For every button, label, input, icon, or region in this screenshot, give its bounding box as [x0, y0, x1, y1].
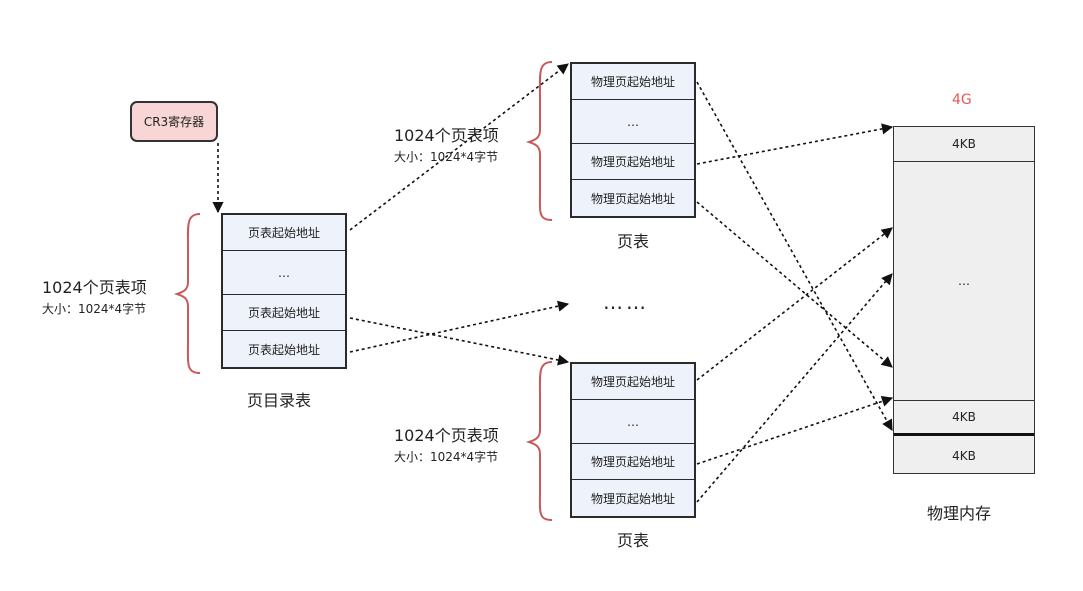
arrow-dir-to-table-top: [349, 63, 569, 231]
arrow-dir-to-more: [349, 300, 570, 353]
table-top-size-label: 大小：1024*4字节: [394, 150, 499, 164]
page-table-top-caption: 页表: [617, 232, 650, 251]
directory-entry: 页表起始地址: [223, 295, 345, 331]
brace-page-directory: [173, 213, 201, 374]
directory-entry: 页表起始地址: [247, 342, 320, 357]
table-bottom-size-label: 大小：1024*4字节: [394, 450, 499, 464]
arrow-dir-to-table-bottom: [349, 317, 570, 366]
directory-entry-ellipsis: …: [223, 251, 345, 295]
arrow-bottom-row3-to-mem: [696, 395, 894, 465]
page-table-entry-ellipsis: …: [572, 100, 694, 144]
page-directory-table: 页表起始地址 … 页表起始地址 页表起始地址: [221, 213, 347, 369]
arrow-top-row3-to-mem: [696, 123, 894, 165]
page-table-bottom-caption: 页表: [617, 531, 650, 550]
page-table-entry: 物理页起始地址: [572, 364, 694, 400]
page-table-entry: 物理页起始地址: [572, 444, 694, 480]
memory-page: 4KB: [952, 449, 976, 463]
arrow-top-row1-to-mem: [696, 81, 893, 431]
page-table-entry: 物理页起始地址: [590, 491, 675, 506]
page-table-entry: 物理页起始地址: [590, 191, 675, 206]
more-tables-ellipsis: ……: [603, 290, 649, 314]
arrow-bottom-row4-to-mem: [696, 273, 893, 503]
page-table-entry: 物理页起始地址: [572, 64, 694, 100]
brace-page-table-bottom: [525, 361, 553, 521]
physical-memory-caption: 物理内存: [927, 504, 992, 523]
page-table-bottom: 物理页起始地址 … 物理页起始地址 物理页起始地址: [570, 362, 696, 518]
page-table-entry-ellipsis: …: [572, 400, 694, 444]
brace-page-table-top: [525, 61, 553, 221]
page-table-entry: 物理页起始地址: [572, 144, 694, 180]
table-bottom-count-label: 1024个页表项: [394, 426, 499, 445]
table-top-count-label: 1024个页表项: [394, 126, 499, 145]
directory-entry: 页表起始地址: [223, 215, 345, 251]
arrow-top-row4-to-mem: [696, 201, 893, 368]
physical-memory-size: 4G: [952, 92, 972, 108]
page-table-top: 物理页起始地址 … 物理页起始地址 物理页起始地址: [570, 62, 696, 218]
physical-memory-block: 4KB … 4KB 4KB: [893, 126, 1035, 474]
memory-page: 4KB: [894, 127, 1034, 162]
page-directory-caption: 页目录表: [247, 391, 312, 410]
cr3-register: CR3寄存器: [130, 101, 218, 142]
directory-size-label: 大小：1024*4字节: [42, 302, 147, 316]
directory-count-label: 1024个页表项: [42, 278, 147, 297]
memory-ellipsis: …: [958, 274, 970, 288]
memory-page: 4KB: [894, 400, 1034, 436]
arrow-bottom-row1-to-mem: [696, 227, 893, 381]
